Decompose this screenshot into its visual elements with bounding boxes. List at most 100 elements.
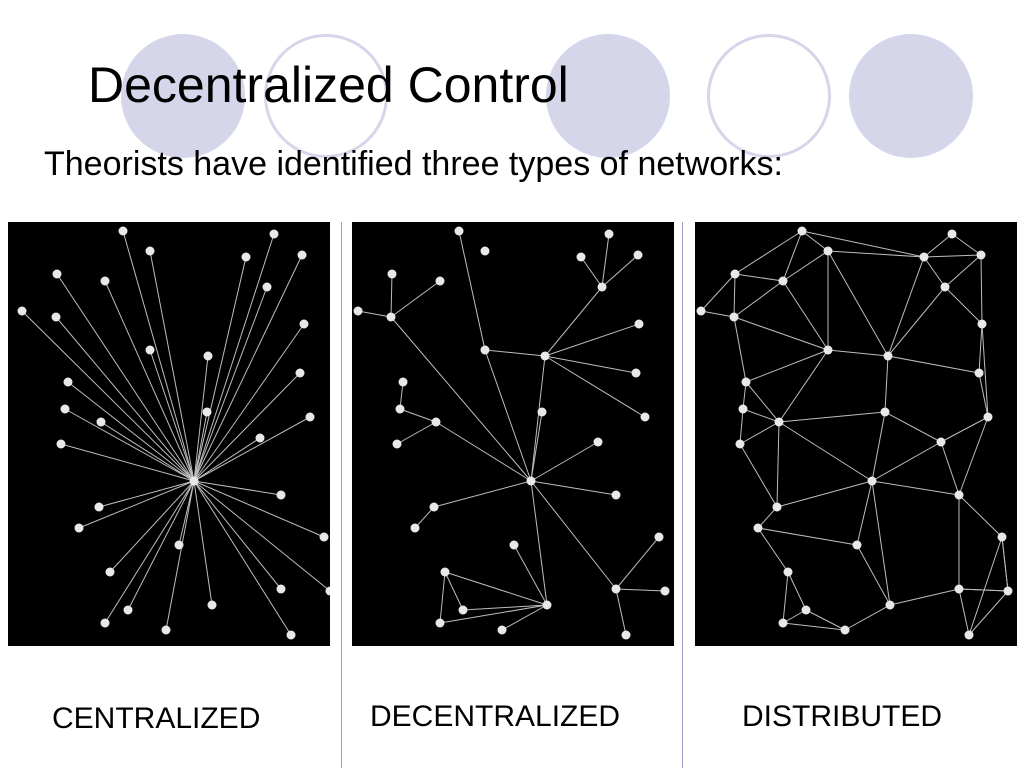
distributed-node [867, 476, 877, 486]
distributed-node [983, 412, 993, 422]
centralized-edge [193, 323, 305, 482]
decentralized-node [509, 540, 519, 550]
decorative-circle-2 [264, 34, 388, 158]
decentralized-edge [544, 355, 637, 374]
caption-decentralized: DECENTRALIZED [370, 700, 621, 733]
decentralized-node [410, 523, 420, 533]
distributed-edge [734, 230, 803, 275]
centralized-node [63, 377, 73, 387]
decentralized-node [497, 625, 507, 635]
distributed-edge [739, 421, 780, 445]
centralized-edge [78, 480, 195, 529]
centralized-edge [122, 230, 195, 482]
centralized-edge [193, 480, 282, 590]
distributed-edge [844, 604, 891, 631]
distributed-edge [801, 230, 829, 252]
decentralized-node [458, 605, 468, 615]
centralized-edge [193, 254, 303, 482]
distributed-network-svg [696, 226, 1013, 640]
decentralized-network-svg [353, 226, 670, 640]
distributed-edge [757, 506, 778, 529]
decentralized-node [633, 250, 643, 260]
decentralized-node [440, 567, 450, 577]
centralized-edge [21, 310, 195, 482]
distributed-edge [700, 273, 736, 312]
distributed-edge [871, 441, 942, 482]
decentralized-node [526, 476, 536, 486]
distributed-node [880, 407, 890, 417]
distributed-edge [801, 230, 925, 258]
decentralized-edge [530, 480, 617, 496]
decentralized-edge [615, 588, 627, 636]
distributed-edge [940, 416, 989, 443]
decorative-circle-5 [849, 34, 973, 158]
distributed-node [885, 600, 895, 610]
decentralized-edge [435, 421, 532, 482]
centralized-node [161, 625, 171, 635]
decentralized-edge [530, 480, 617, 590]
decentralized-edge [390, 280, 441, 318]
distributed-edge [923, 256, 946, 288]
centralized-network-svg [17, 226, 330, 640]
distributed-edge [887, 286, 946, 357]
distributed-node [1003, 586, 1013, 596]
distributed-node [730, 269, 740, 279]
decentralized-node [431, 417, 441, 427]
centralized-node [297, 250, 307, 260]
distributed-edge [776, 421, 780, 508]
decentralized-edge [399, 381, 404, 410]
centralized-edge [64, 408, 195, 482]
distributed-node [823, 345, 833, 355]
decentralized-edge [530, 411, 543, 482]
decentralized-node [454, 226, 464, 236]
centralized-edge [98, 480, 195, 508]
distributed-edge [958, 494, 1003, 538]
centralized-node [60, 404, 70, 414]
centralized-edge [109, 480, 195, 573]
distributed-edge [980, 254, 983, 325]
distributed-edge [944, 286, 983, 325]
centralized-edge [100, 421, 195, 482]
distributed-edge [757, 527, 789, 573]
distributed-edge [981, 323, 989, 418]
decentralized-node [540, 351, 550, 361]
centralized-node [100, 618, 110, 628]
decentralized-node [386, 312, 396, 322]
decentralized-edge [444, 571, 548, 606]
distributed-node [778, 618, 788, 628]
distributed-edge [745, 349, 829, 383]
panel-divider-1 [341, 222, 342, 768]
decentralized-edge [615, 588, 666, 592]
decentralized-node [604, 229, 614, 239]
distributed-edge [700, 310, 735, 318]
decentralized-edge [484, 349, 546, 357]
centralized-node [94, 502, 104, 512]
distributed-edge [856, 544, 891, 606]
decentralized-edge [544, 355, 646, 418]
distributed-edge [958, 588, 1009, 592]
distributed-edge [951, 233, 982, 256]
distributed-node [840, 625, 850, 635]
decentralized-node [576, 252, 586, 262]
decentralized-edge [414, 506, 435, 529]
centralized-edge [193, 416, 311, 482]
decentralized-edge [601, 254, 639, 288]
distributed-edge [940, 441, 960, 496]
centralized-edge [193, 437, 261, 482]
centralized-edge [193, 372, 301, 482]
centralized-node [51, 312, 61, 322]
distributed-node [936, 437, 946, 447]
centralized-node [319, 532, 329, 542]
caption-distributed: DISTRIBUTED [742, 700, 943, 733]
decentralized-node [395, 404, 405, 414]
panel-divider-2 [682, 222, 683, 768]
distributed-edge [958, 588, 970, 636]
distributed-edge [778, 411, 886, 423]
centralized-edge [127, 480, 195, 611]
decentralized-edge [580, 256, 603, 288]
centralized-node [74, 523, 84, 533]
distributed-edge [827, 250, 925, 258]
centralized-edge [193, 480, 292, 636]
decentralized-node [593, 437, 603, 447]
distributed-node [977, 319, 987, 329]
